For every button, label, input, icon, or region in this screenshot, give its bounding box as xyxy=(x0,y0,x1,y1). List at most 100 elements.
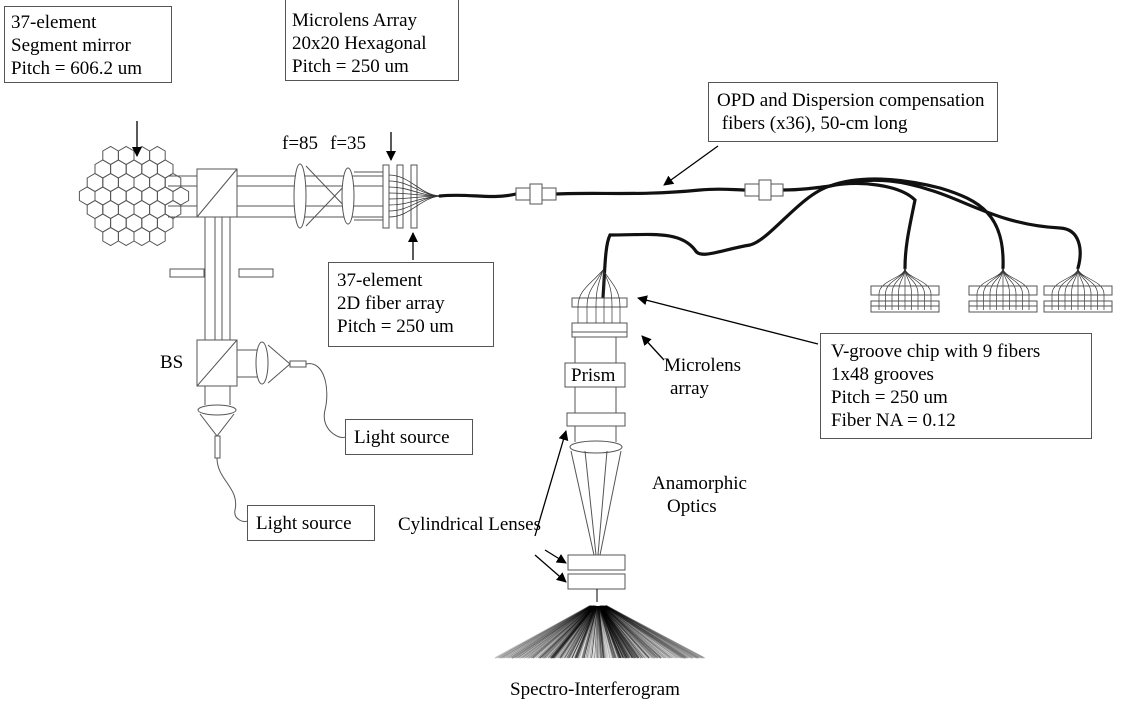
fringe-streak xyxy=(602,605,665,659)
fanout-fiber xyxy=(1002,267,1030,310)
fringe-streak xyxy=(601,605,652,659)
vgroove-box: V-groove chip with 9 fibers 1x48 grooves… xyxy=(820,333,1092,439)
vgroove-chip-assembly xyxy=(870,267,940,313)
pointer-arrows xyxy=(132,121,819,583)
fringe-streak xyxy=(526,605,593,659)
fringe-streak xyxy=(539,605,594,659)
fringe-streak xyxy=(605,605,694,659)
fiber-fanouts xyxy=(870,267,1113,313)
fringe-streak xyxy=(508,605,592,659)
fiber-connectors xyxy=(515,179,784,205)
fringe-streak xyxy=(544,605,595,659)
fringe-streak xyxy=(605,605,697,659)
fringe-streak xyxy=(605,605,703,659)
mirror-segment xyxy=(133,226,151,247)
fringe-streak xyxy=(542,605,595,659)
fringe-streak xyxy=(559,605,596,659)
lens-relay xyxy=(293,163,383,229)
opd-line-1: OPD and Dispersion compensation xyxy=(717,90,985,111)
fringe-streak xyxy=(603,605,670,659)
fringe-streak xyxy=(606,605,706,659)
fringe-streak xyxy=(591,605,598,659)
fringe-streak xyxy=(496,605,591,659)
microlens-fiber-stack xyxy=(382,164,418,229)
fanout-fiber xyxy=(1002,267,1023,310)
vgroove-chip-assembly xyxy=(1043,267,1113,313)
spectro-interferogram-image xyxy=(494,605,706,659)
fiber-fan-in xyxy=(388,174,441,218)
fringe-streak xyxy=(605,605,695,659)
microlens-array-line-3: Pitch = 250 um xyxy=(292,56,409,77)
light-source-2-label: Light source xyxy=(256,513,352,534)
fringe-streak xyxy=(604,605,688,659)
vgroove-line-2: 1x48 grooves xyxy=(831,364,934,385)
vertical-beam xyxy=(169,217,274,340)
fringe-streak xyxy=(541,605,594,659)
vgroove-chip-plate xyxy=(870,285,940,296)
fanout-fiber xyxy=(885,267,906,310)
fringe-streak xyxy=(601,605,650,659)
lens-f85-label: f=85 xyxy=(282,133,319,154)
fiber-array-line-2: 2D fiber array xyxy=(337,293,445,314)
bs-label: BS xyxy=(160,352,184,373)
microlens-array-box: Microlens Array 20x20 Hexagonal Pitch = … xyxy=(285,0,459,81)
fringe-streak xyxy=(605,605,698,659)
fringe-streak xyxy=(494,605,591,659)
fringe-streak xyxy=(601,605,655,659)
fringe-streak xyxy=(583,605,598,659)
fringe-streak xyxy=(585,605,598,659)
vgroove-line-4: Fiber NA = 0.12 xyxy=(831,410,956,431)
fringe-streak xyxy=(533,605,594,659)
fanout-fiber xyxy=(1058,267,1079,310)
vgroove-chip-plate xyxy=(968,285,1038,296)
segment-mirror-box: 37-element Segment mirror Pitch = 606.2 … xyxy=(4,6,172,83)
beam-splitter-top xyxy=(196,168,238,218)
fringe-streak xyxy=(511,605,592,659)
fringe-streak xyxy=(532,605,594,659)
fringe-streak xyxy=(586,605,598,659)
fringe-streak xyxy=(520,605,593,659)
fringe-streak xyxy=(575,605,598,659)
fringe-streak xyxy=(603,605,677,659)
microlens-label-line-2: array xyxy=(670,378,710,399)
fringe-streak xyxy=(601,605,645,659)
fringe-streak xyxy=(599,605,622,659)
fringe-streak xyxy=(600,605,640,659)
mirror-segment xyxy=(117,226,135,247)
fringe-streak xyxy=(602,605,663,659)
fringe-streak xyxy=(604,605,689,659)
fringe-streak xyxy=(518,605,593,659)
segment-mirror-hexagons xyxy=(78,145,190,247)
fringe-streak xyxy=(604,605,680,659)
prism-label: Prism xyxy=(571,365,616,386)
fanout-fiber xyxy=(983,267,1004,310)
fringe-streak xyxy=(605,605,692,659)
fringe-streak xyxy=(594,605,599,659)
fringe-streak xyxy=(597,605,608,659)
fringe-streak xyxy=(604,605,683,659)
light-source-box-2: Light source xyxy=(247,505,375,541)
fringe-streak xyxy=(604,605,685,659)
fringe-streak xyxy=(527,605,594,659)
fringe-streak xyxy=(605,605,701,659)
fringe-streak xyxy=(603,605,671,659)
fringe-streak xyxy=(502,605,591,659)
fringe-streak xyxy=(602,605,662,659)
spectro-fan-in xyxy=(577,269,621,323)
microlens-array-line-2: 20x20 Hexagonal xyxy=(292,33,427,54)
fiber-bundle xyxy=(438,177,1082,300)
vgroove-chip-assembly xyxy=(968,267,1038,313)
beam-splitter-bs xyxy=(196,339,346,523)
fanout-fiber xyxy=(1077,267,1098,310)
fringe-streak xyxy=(603,605,668,659)
fringe-streak xyxy=(505,605,591,659)
fringe-streak xyxy=(517,605,592,659)
lens-f35-label: f=35 xyxy=(330,133,367,154)
fringe-streak xyxy=(563,605,596,659)
fringe-streak xyxy=(601,605,653,659)
fringe-streak xyxy=(588,605,598,659)
fringe-streak xyxy=(530,605,594,659)
segment-mirror-line-3: Pitch = 606.2 um xyxy=(11,58,143,79)
fringe-streak xyxy=(601,605,656,659)
fringe-streak xyxy=(512,605,592,659)
